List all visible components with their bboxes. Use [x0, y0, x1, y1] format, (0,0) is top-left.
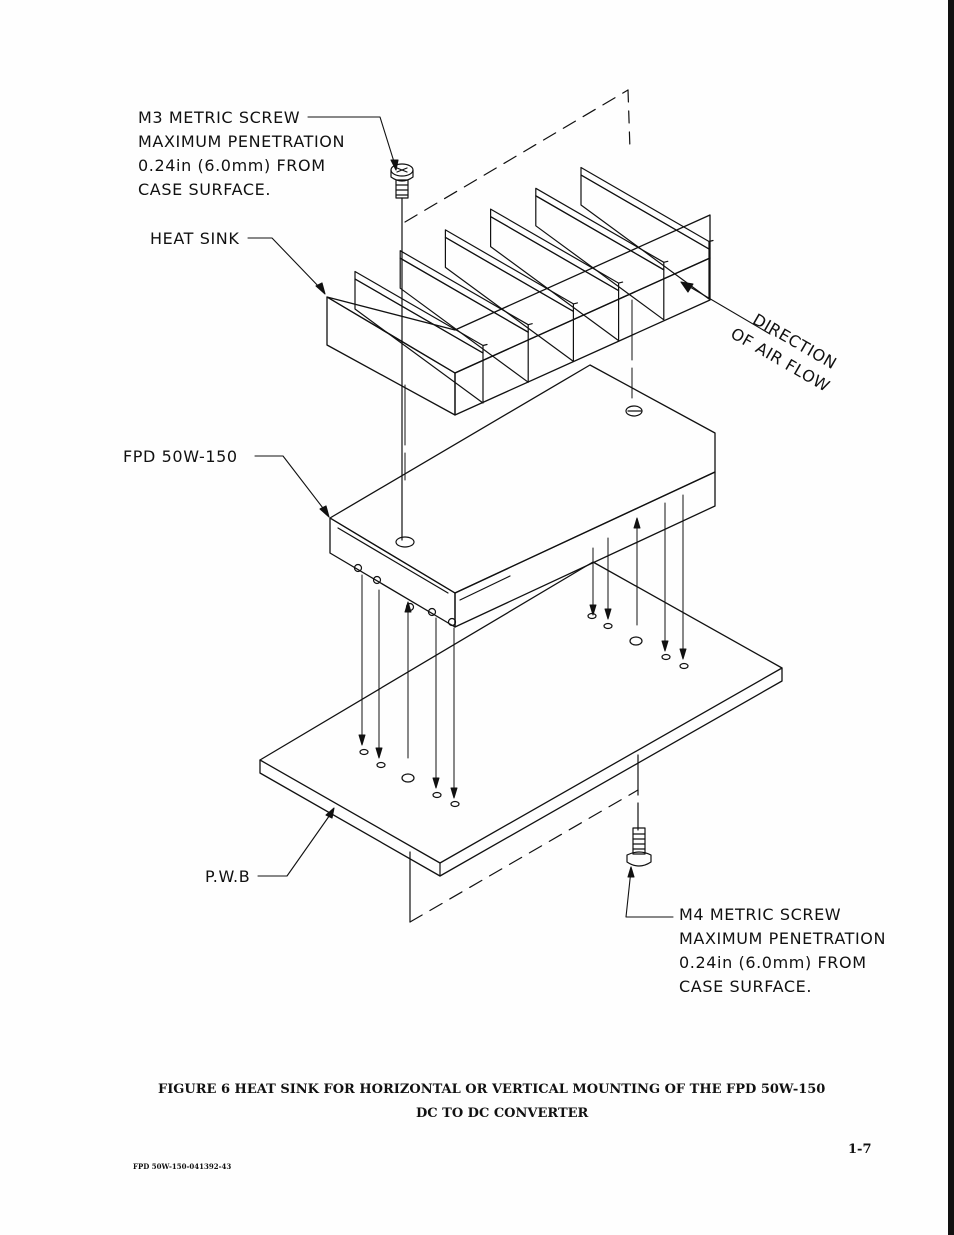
heat-sink-label: HEAT SINK [150, 229, 240, 248]
m3-line-2: MAXIMUM PENETRATION [138, 132, 346, 151]
m4-line-4: CASE SURFACE. [679, 977, 813, 996]
heat-sink-fin [580, 174, 710, 300]
m3-line-1: M3 METRIC SCREW [138, 108, 301, 127]
heat-sink-fin-edge [572, 302, 579, 305]
m3-screw-label: M3 METRIC SCREW MAXIMUM PENETRATION 0.24… [138, 106, 345, 202]
converter-module [329, 364, 716, 628]
page-number: 1-7 [848, 1142, 872, 1157]
heat-sink-fin-top [490, 208, 620, 292]
heat-sink-fin-top [399, 250, 529, 333]
heat-sink-fin-top [580, 166, 710, 250]
m4-screw-label: M4 METRIC SCREW MAXIMUM PENETRATION 0.24… [679, 903, 886, 999]
heat-sink-fin [444, 236, 575, 362]
pwb-label: P.W.B [205, 867, 251, 886]
m3-line-3: 0.24in (6.0mm) FROM [138, 156, 326, 175]
leader-lines [247, 116, 771, 918]
heat-sink-fin [535, 195, 665, 321]
pwb-holes [359, 612, 689, 808]
figure-caption-line1: FIGURE 6 HEAT SINK FOR HORIZONTAL OR VER… [158, 1082, 826, 1097]
heat-sink-fin-top [354, 270, 484, 354]
pwb-board [259, 561, 783, 877]
scan-edge [948, 0, 954, 1235]
heat-sink-fin-top [444, 229, 575, 312]
heat-sink-fin-top [535, 187, 665, 271]
m4-line-2: MAXIMUM PENETRATION [679, 929, 887, 948]
heat-sink-fin-edge [527, 323, 533, 326]
converter-label: FPD 50W-150 [123, 447, 238, 466]
m4-line-3: 0.24in (6.0mm) FROM [679, 953, 867, 972]
heat-sink-fin-edge [482, 343, 488, 347]
heat-sink-fin-edge [617, 281, 624, 284]
lower-mounting-plane [409, 754, 639, 923]
heat-sink-fin-edge [708, 239, 714, 243]
m4-line-1: M4 METRIC SCREW [679, 905, 842, 924]
heat-sink-fin [354, 278, 484, 404]
heat-sink-fin [490, 216, 620, 342]
heat-sink [326, 166, 714, 416]
figure-caption-line2: DC TO DC CONVERTER [416, 1106, 589, 1121]
m4-screw [626, 827, 652, 867]
document-code: FPD 50W-150-041392-43 [133, 1162, 232, 1171]
alignment-arrows [358, 299, 687, 799]
heat-sink-fin-edge [663, 260, 669, 263]
upper-mounting-plane [404, 89, 631, 223]
m3-screw [390, 163, 414, 541]
m3-line-4: CASE SURFACE. [138, 180, 272, 199]
heat-sink-fin [399, 257, 529, 383]
